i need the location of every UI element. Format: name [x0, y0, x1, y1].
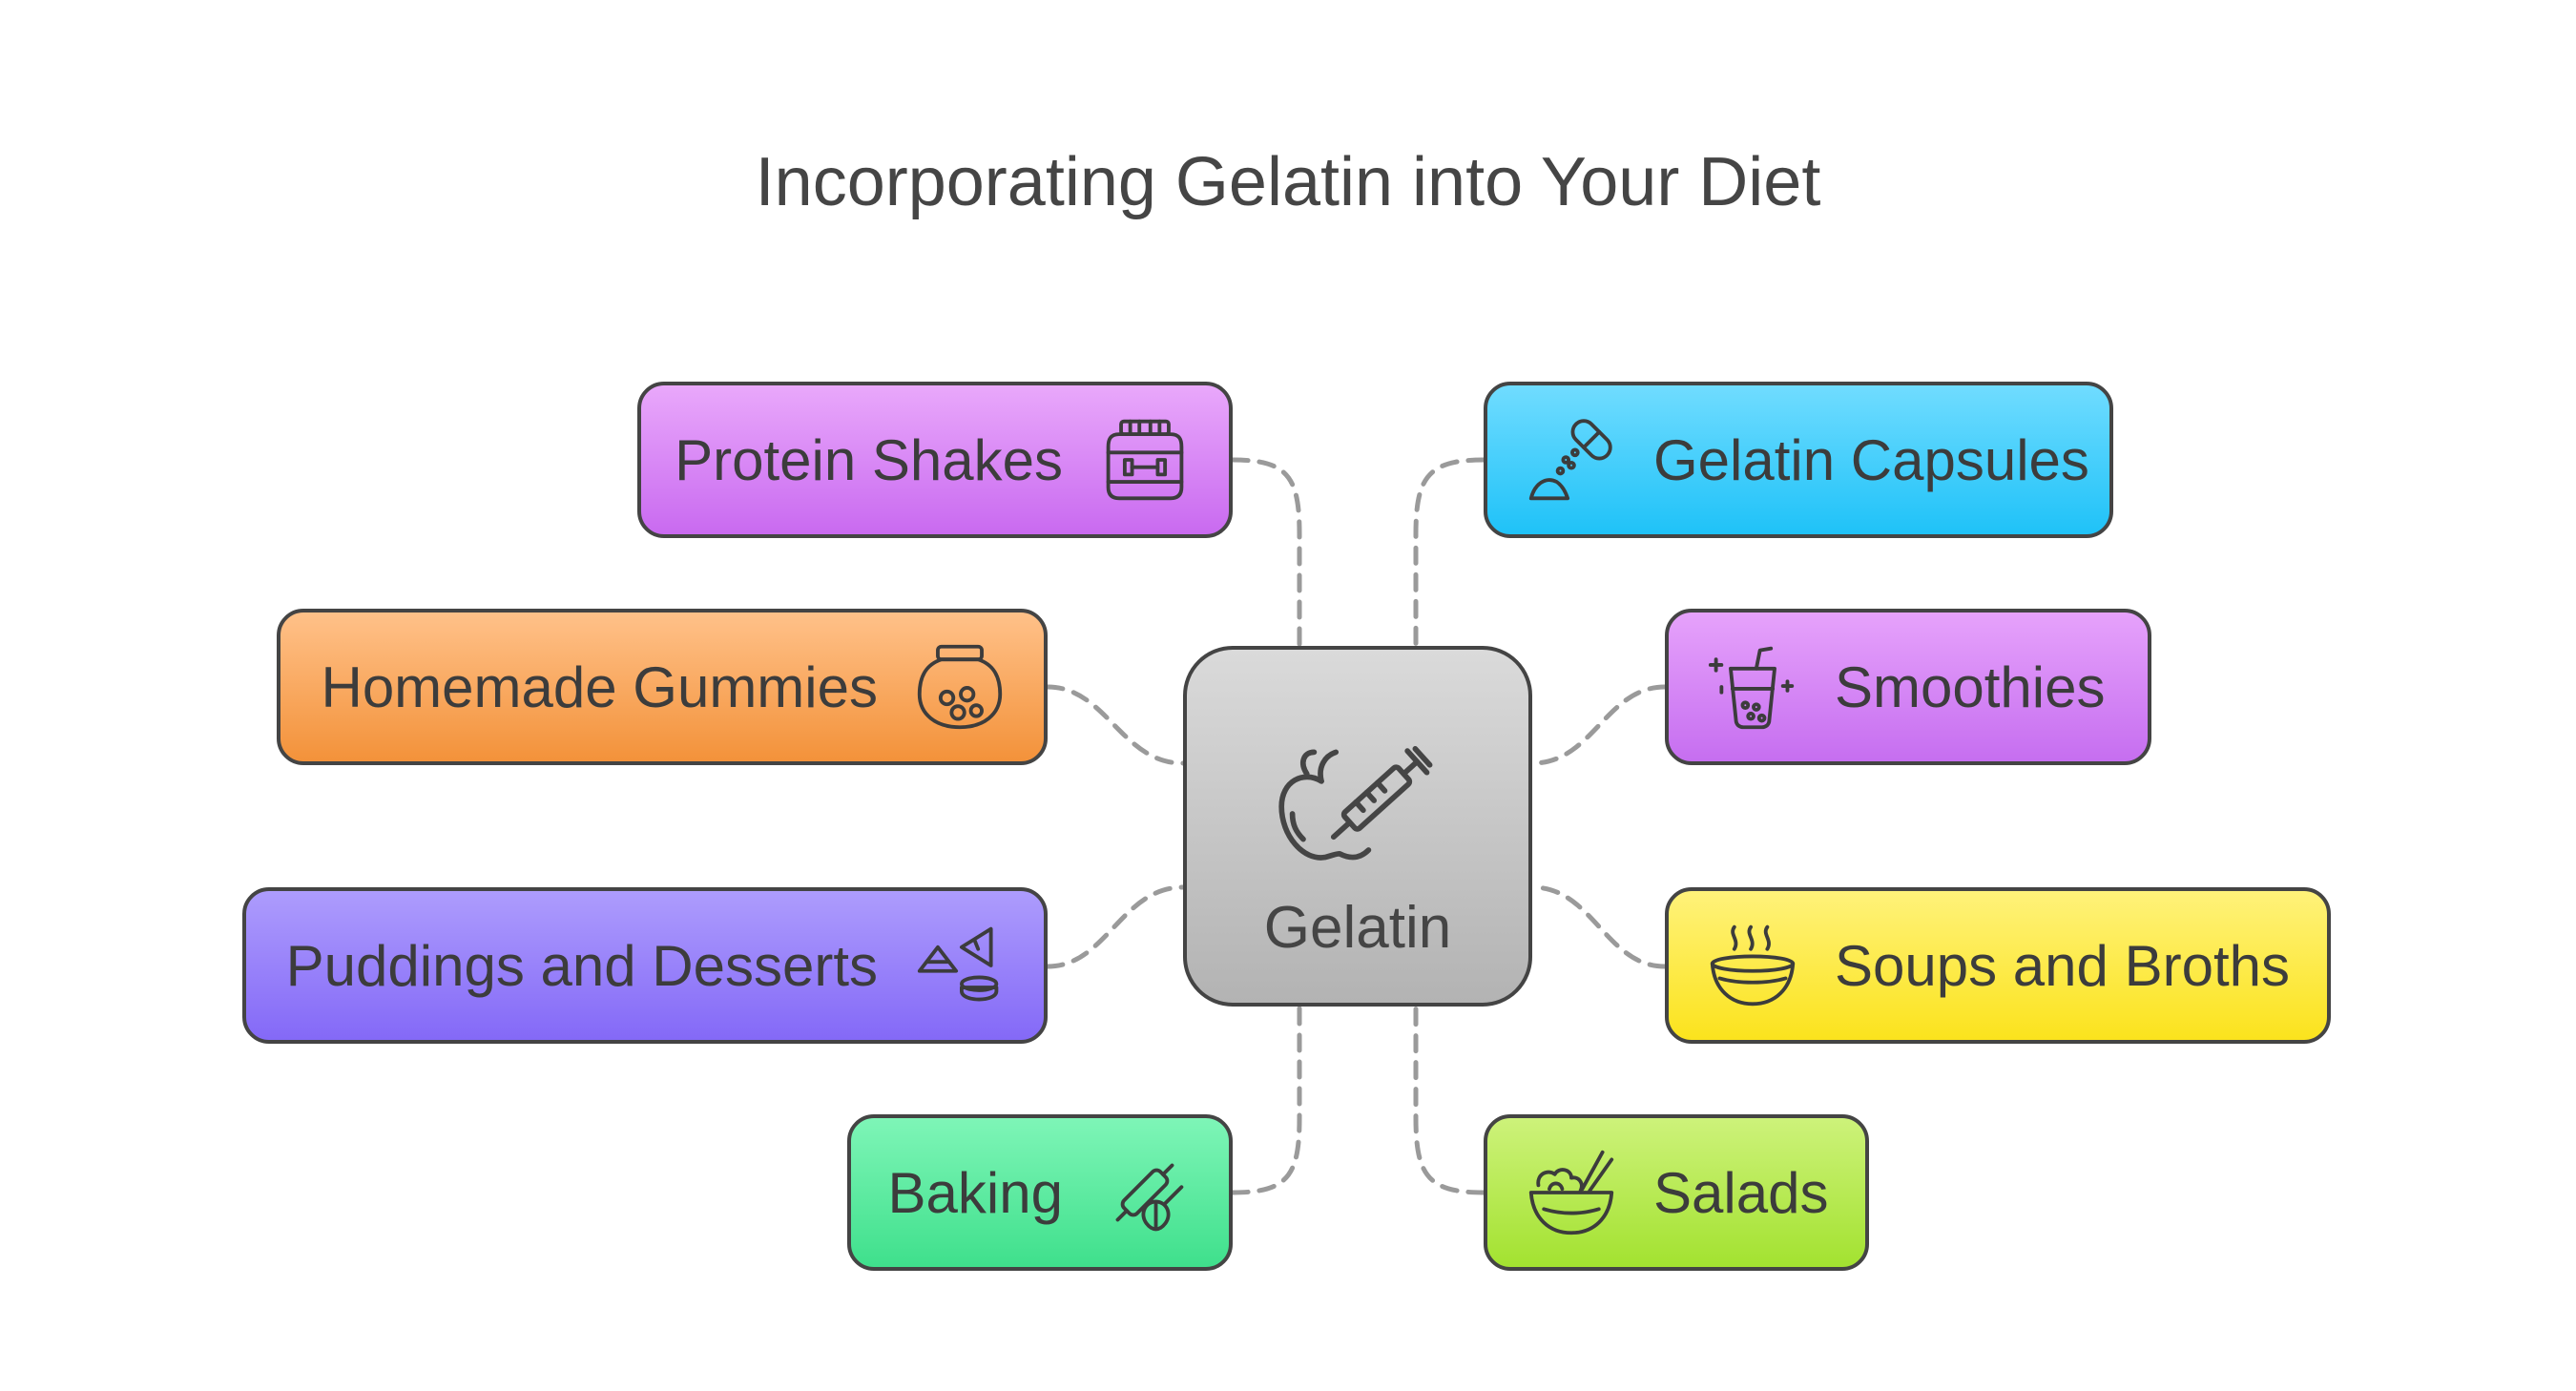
node-gelatin-capsules: Gelatin Capsules — [1484, 382, 2113, 538]
connector-smoothies — [1529, 684, 1668, 766]
node-label: Smoothies — [1835, 654, 2106, 719]
connector-salads — [1413, 1004, 1486, 1195]
center-label: Gelatin — [1263, 895, 1452, 961]
node-homemade-gummies: Homemade Gummies — [277, 609, 1048, 765]
node-label: Gelatin Capsules — [1653, 427, 2089, 492]
node-baking: Baking — [847, 1114, 1233, 1271]
protein-jar-icon — [1106, 419, 1184, 501]
connector-baking — [1230, 1004, 1302, 1195]
smoothie-cup-icon — [1708, 646, 1795, 730]
node-soups-and-broths: Soups and Broths — [1665, 887, 2331, 1044]
apple-syringe-icon — [1278, 745, 1433, 861]
connector-homemade-gummies — [1045, 684, 1186, 766]
node-label: Puddings and Desserts — [285, 933, 878, 998]
connector-gelatin-capsules — [1413, 457, 1486, 649]
node-label: Baking — [887, 1160, 1063, 1225]
node-smoothies: Smoothies — [1665, 609, 2151, 765]
node-label: Homemade Gummies — [321, 654, 878, 719]
capsule-icon — [1528, 419, 1612, 501]
salad-bowl-icon — [1528, 1150, 1614, 1235]
gummy-jar-icon — [917, 644, 1003, 730]
connector-puddings-and-desserts — [1045, 884, 1186, 969]
rolling-pin-whisk-icon — [1115, 1163, 1184, 1232]
node-salads: Salads — [1484, 1114, 1869, 1271]
soup-bowl-icon — [1710, 924, 1796, 1007]
diagram-title: Incorporating Gelatin into Your Diet — [755, 144, 1821, 220]
center-node-gelatin: Gelatin — [1183, 646, 1532, 1007]
connector-soups-and-broths — [1529, 884, 1668, 969]
node-label: Salads — [1653, 1160, 1829, 1225]
connector-protein-shakes — [1230, 457, 1302, 649]
dessert-icon — [917, 926, 999, 1002]
node-label: Protein Shakes — [675, 427, 1063, 492]
node-label: Soups and Broths — [1835, 933, 2290, 998]
node-puddings-and-desserts: Puddings and Desserts — [242, 887, 1048, 1044]
node-protein-shakes: Protein Shakes — [637, 382, 1233, 538]
